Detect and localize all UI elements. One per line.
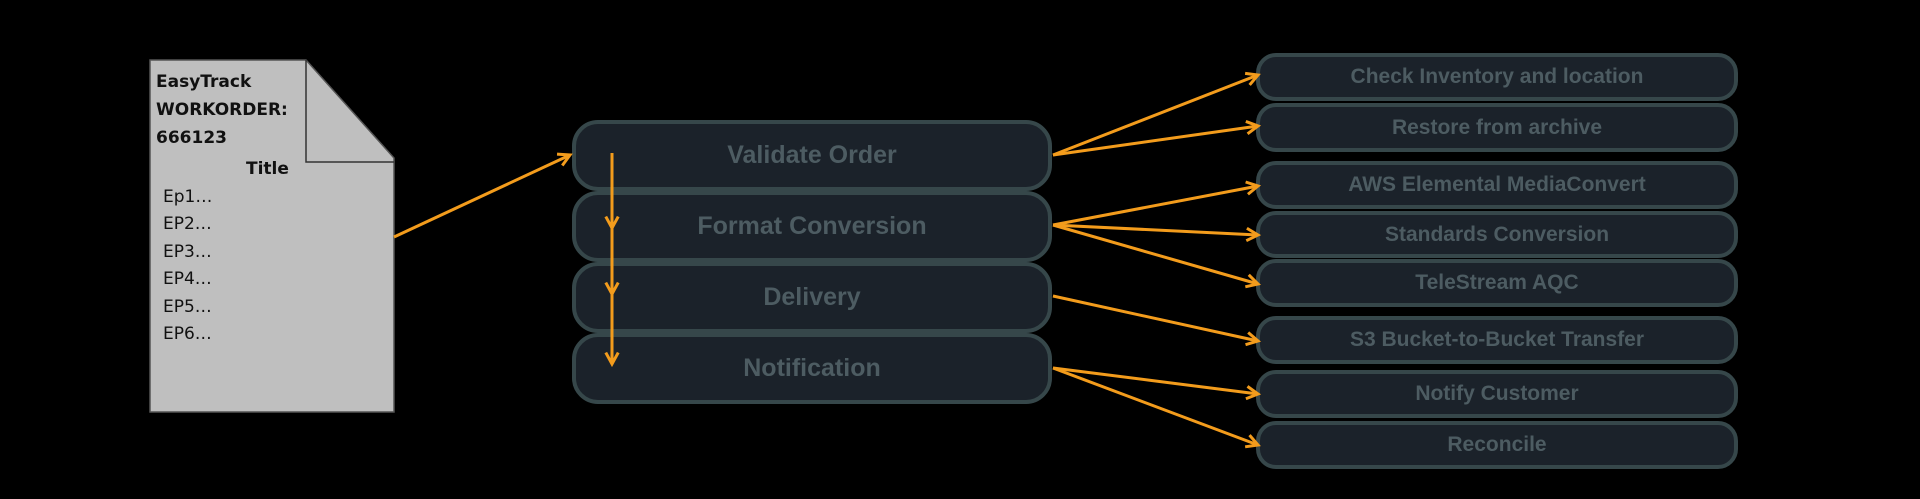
connector-arrow [1052,366,1259,396]
connector-arrow [393,153,571,239]
connector-arrow [1052,124,1259,157]
connector-arrow [1052,223,1259,286]
arrowhead-icon [604,351,620,368]
arrowhead-icon [604,281,620,298]
connector-arrow [1052,366,1259,447]
task-reconcile: Reconcile [1256,421,1738,469]
task-notify-customer: Notify Customer [1256,370,1738,418]
doc-episode: EP3… [163,242,212,262]
connector-arrow [1052,223,1259,237]
task-telestream-aqc: TeleStream AQC [1256,259,1738,307]
arrowhead-icon [1244,434,1261,449]
arrowhead-icon [1245,331,1262,347]
doc-workorder-number: 666123 [156,128,227,148]
doc-episode: EP4… [163,269,212,289]
doc-episode: Ep1… [163,187,213,207]
step-format-conversion: Format Conversion [572,191,1052,262]
task-mediaconvert: AWS Elemental MediaConvert [1256,161,1738,209]
doc-title: Title [246,159,289,179]
arrowhead-icon [1245,120,1262,135]
doc-episode: EP5… [163,297,212,317]
doc-workorder-label: WORKORDER: [156,100,288,120]
connector-arrow [1052,73,1259,157]
doc-app-name: EasyTrack [156,72,252,92]
step-delivery: Delivery [572,262,1052,333]
arrowhead-icon [1245,180,1262,196]
task-standards-conversion: Standards Conversion [1256,211,1738,258]
doc-episode: EP6… [163,324,212,344]
doc-episode: EP2… [163,214,212,234]
step-notification: Notification [572,333,1052,404]
step-validate-order: Validate Order [572,120,1052,191]
arrowhead-icon [1244,273,1262,289]
arrowhead-icon [1245,385,1262,401]
arrowhead-icon [556,152,573,167]
arrowhead-icon [1245,226,1262,243]
task-restore-archive: Restore from archive [1256,103,1738,152]
task-s3-transfer: S3 Bucket-to-Bucket Transfer [1256,316,1738,364]
connector-arrow [1052,294,1259,343]
arrowhead-icon [604,215,620,232]
task-check-inventory: Check Inventory and location [1256,53,1738,101]
arrowhead-icon [1244,71,1261,86]
connector-arrow [1052,184,1259,227]
